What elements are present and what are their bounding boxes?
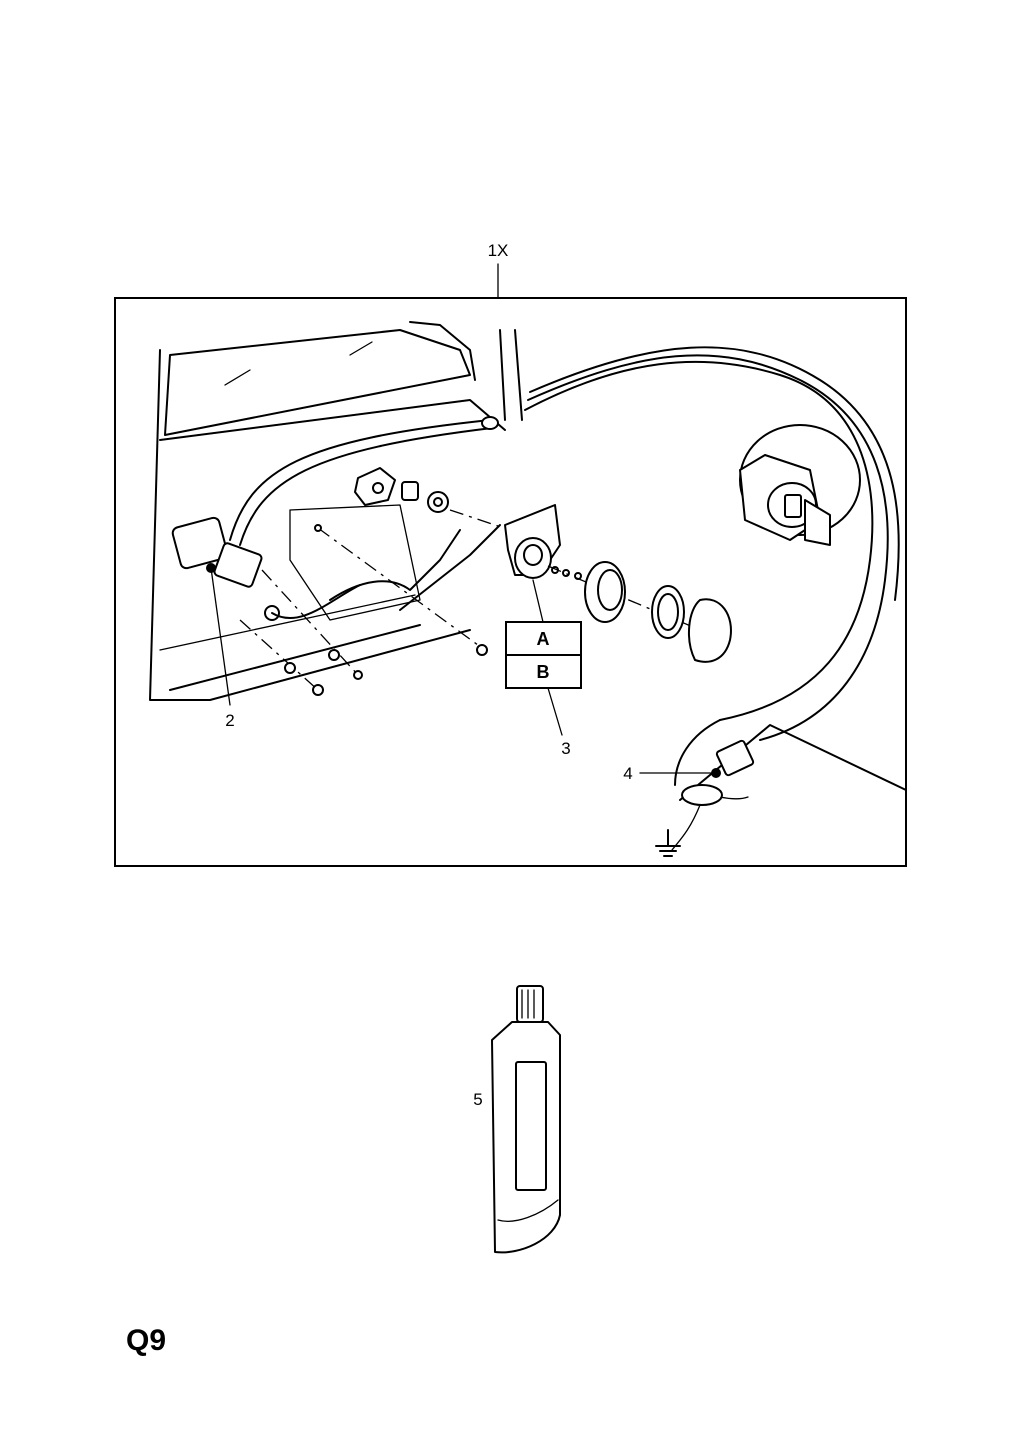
callout-switch: 3 — [561, 739, 570, 758]
nut-icon — [284, 662, 296, 674]
screw-icon — [312, 684, 324, 696]
mirror-motor — [171, 516, 361, 621]
callout-grease-tube: 5 — [473, 1090, 482, 1109]
grease-tube — [491, 985, 561, 1254]
variant-box: A B — [505, 621, 582, 689]
door-illustration — [149, 321, 523, 701]
assembly-frame — [114, 297, 907, 867]
variant-box-bottom: B — [537, 662, 550, 682]
switch-knob — [688, 598, 732, 663]
tube-label — [515, 1061, 547, 1191]
harness-grommet — [481, 416, 499, 430]
screw-icon — [314, 524, 322, 532]
ground-point — [655, 724, 907, 857]
screw-icon — [353, 670, 363, 680]
tube-cap — [516, 985, 544, 1023]
callout-switch-leader — [547, 687, 563, 736]
callout-ground: 4 — [623, 764, 632, 783]
variant-box-top: A — [537, 629, 550, 649]
wiring-harness — [229, 346, 900, 851]
callout-motor: 2 — [225, 711, 234, 730]
screw-icon — [476, 644, 488, 656]
adjuster-parts — [354, 467, 511, 531]
key-icon — [784, 494, 802, 518]
door-outline — [149, 349, 471, 701]
variant-box-leader-top — [532, 579, 544, 623]
fasteners — [239, 524, 488, 696]
page-code: Q9 — [126, 1324, 166, 1357]
lock-cylinder — [739, 424, 861, 546]
mirror-switch — [504, 504, 732, 663]
window-glass — [164, 329, 471, 436]
callout-assembly: 1X — [488, 241, 509, 260]
callout-motor-leader — [210, 567, 231, 706]
nut-icon — [328, 649, 340, 661]
bushing — [401, 481, 419, 501]
mounting-bracket — [329, 529, 461, 601]
